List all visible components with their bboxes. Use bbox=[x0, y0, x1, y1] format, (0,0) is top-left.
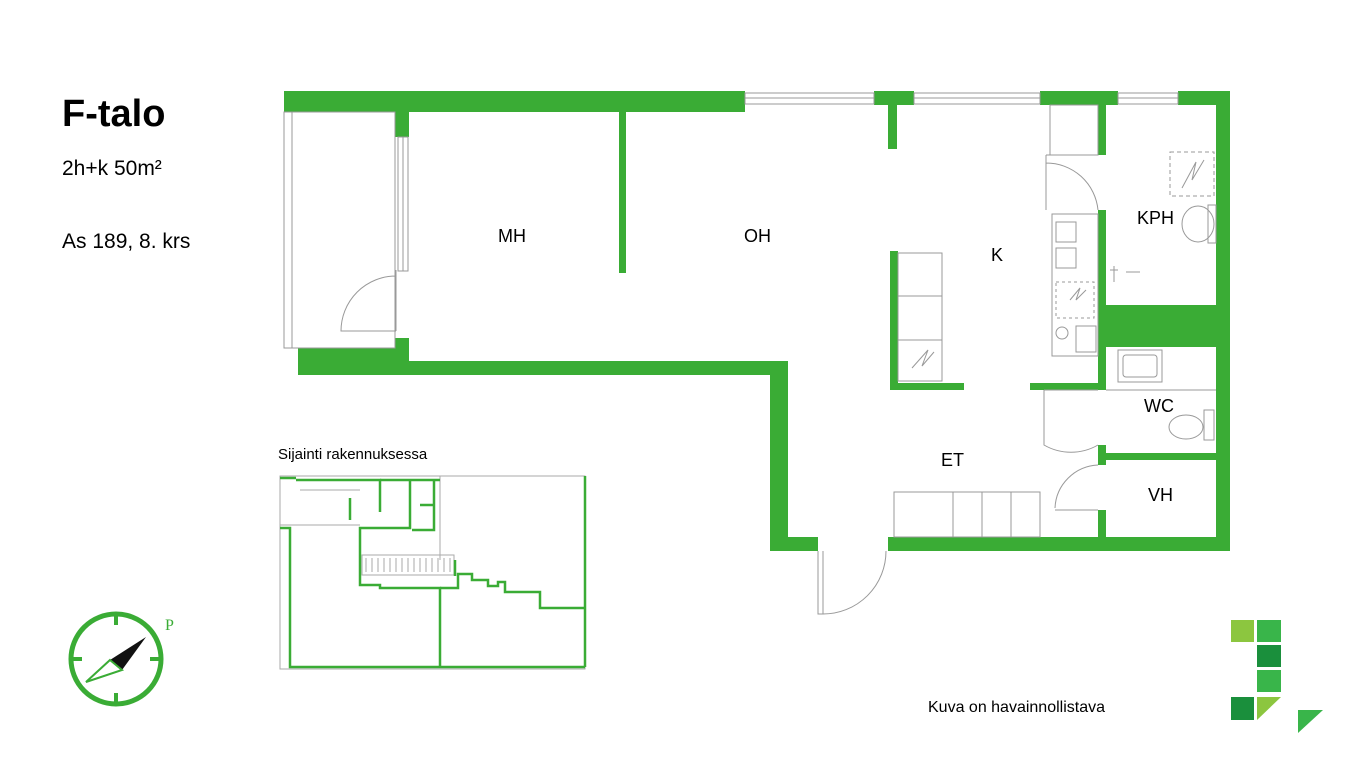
location-map-title: Sijainti rakennuksessa bbox=[278, 446, 428, 463]
balcony bbox=[283, 111, 397, 349]
apartment-type: 2h+k 50m² bbox=[62, 157, 162, 180]
compass-icon bbox=[68, 611, 164, 707]
fixtures bbox=[893, 104, 1217, 538]
compass-north-label: P bbox=[165, 617, 174, 634]
room-label-mh: MH bbox=[498, 226, 526, 246]
apartment-info: As 189, 8. krs bbox=[62, 230, 191, 253]
room-label-wc: WC bbox=[1144, 396, 1174, 416]
room-label-oh: OH bbox=[744, 226, 771, 246]
building-title: F-talo bbox=[62, 93, 166, 135]
location-map bbox=[279, 475, 587, 670]
windows bbox=[397, 92, 1179, 272]
disclaimer-note: Kuva on havainnollistava bbox=[928, 699, 1106, 716]
room-label-vh: VH bbox=[1148, 485, 1173, 505]
room-label-kph: KPH bbox=[1137, 208, 1174, 228]
room-label-k: K bbox=[991, 245, 1003, 265]
company-logo bbox=[1231, 620, 1323, 733]
room-label-et: ET bbox=[941, 450, 964, 470]
walls bbox=[284, 91, 1230, 551]
